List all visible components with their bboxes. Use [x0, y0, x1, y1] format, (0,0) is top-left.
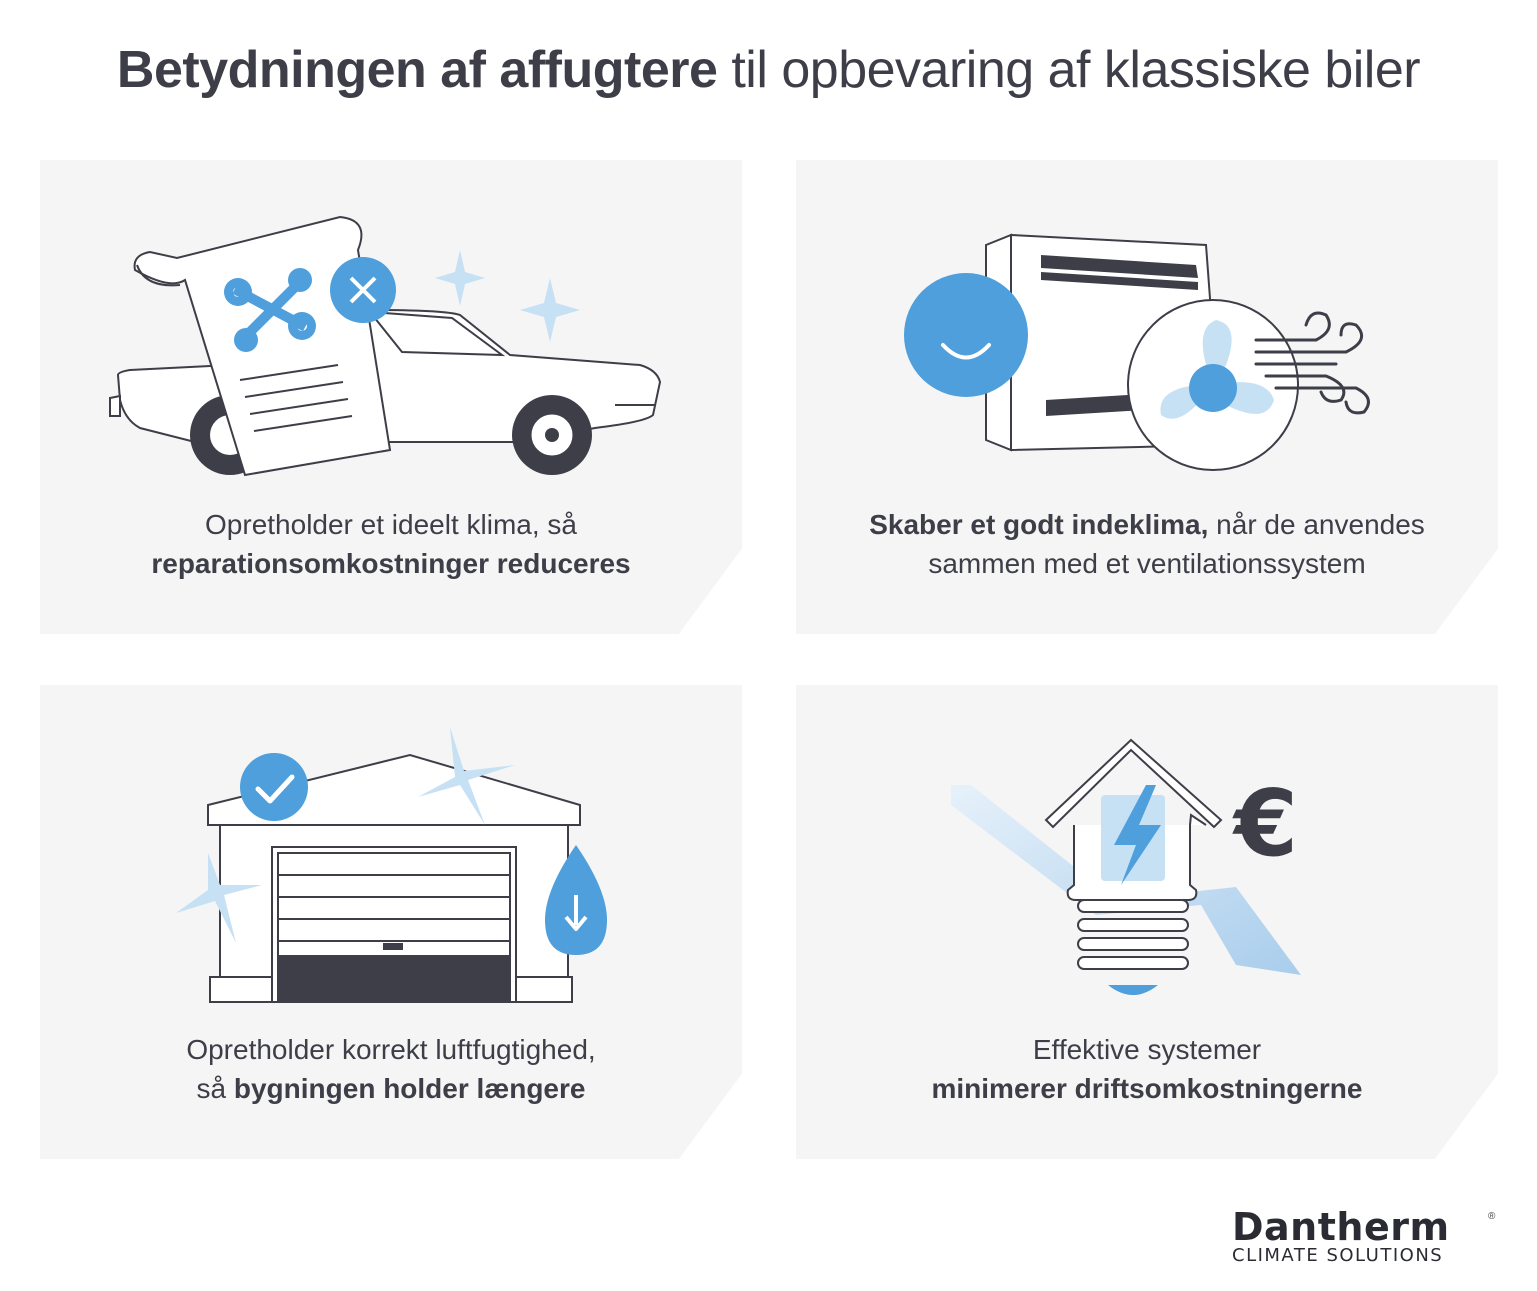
dehumidifier-illustration — [904, 233, 1370, 471]
card-building-longevity: Opretholder korrekt luftfugtighed, så by… — [40, 685, 742, 1159]
close-icon — [330, 257, 396, 323]
lightning-icon — [1101, 785, 1165, 885]
fan-icon — [1127, 299, 1299, 471]
down-arrow-icon — [951, 785, 1301, 975]
energy-cost-illustration: € — [951, 738, 1301, 995]
page-title: Betydningen af affugtere til opbevaring … — [116, 41, 1421, 99]
euro-icon: € — [1232, 770, 1298, 877]
card-operating-costs: € Effektive systemer minimerer driftsomk… — [796, 685, 1498, 1159]
svg-text:€: € — [1232, 770, 1298, 877]
garage-icon — [207, 753, 581, 1003]
card-caption: Skaber et godt indeklima, når de anvende… — [869, 509, 1425, 579]
card-caption: Opretholder et ideelt klima, så reparati… — [151, 509, 631, 579]
wind-icon — [1254, 311, 1370, 415]
sparkle-icon — [435, 250, 580, 342]
dantherm-logo: Dantherm ® CLIMATE SOLUTIONS — [1232, 1205, 1496, 1266]
card-indoor-climate: Skaber et godt indeklima, når de anvende… — [796, 160, 1498, 634]
document-icon — [133, 215, 392, 477]
wrench-icon — [224, 268, 316, 352]
car-document-illustration — [109, 215, 662, 477]
check-icon — [240, 753, 308, 821]
card-repair-costs: Opretholder et ideelt klima, så reparati… — [40, 160, 742, 634]
wheel-icon — [190, 395, 592, 475]
sparkle-icon — [176, 727, 515, 943]
water-drop-icon — [545, 845, 607, 955]
card-caption: Opretholder korrekt luftfugtighed, så by… — [186, 1034, 596, 1104]
card-caption: Effektive systemer minimerer driftsomkos… — [931, 1034, 1363, 1104]
garage-illustration — [176, 727, 607, 1003]
smiley-icon — [904, 273, 1028, 397]
